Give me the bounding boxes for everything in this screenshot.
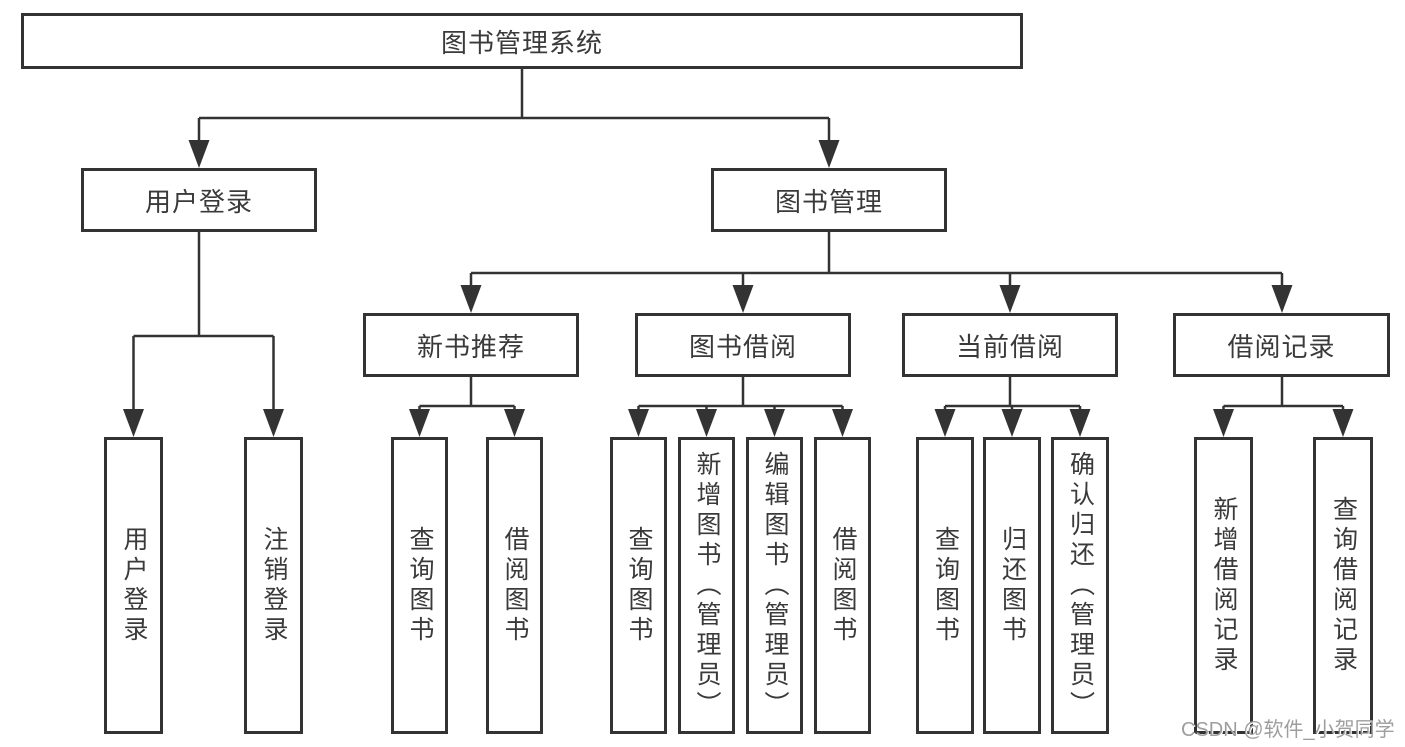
csdn-watermark: CSDN @软件_小贺同学: [1181, 719, 1395, 741]
node-leaf-query-books-borrow: 查询图书: [610, 437, 667, 734]
node-leaf-query-borrow-record: 查询借阅记录: [1313, 437, 1373, 734]
node-book-management: 图书管理: [711, 168, 947, 232]
node-current-borrow: 当前借阅: [902, 313, 1118, 377]
node-leaf-add-book-admin: 新增图书（管理员）: [678, 437, 735, 734]
node-leaf-user-login: 用户登录: [104, 437, 163, 734]
node-leaf-borrow-books: 借阅图书: [814, 437, 871, 734]
node-leaf-confirm-return-admin: 确认归还（管理员）: [1051, 437, 1109, 734]
node-book-borrow: 图书借阅: [635, 313, 851, 377]
connector-arrowheads: [123, 140, 1354, 437]
node-leaf-add-borrow-record: 新增借阅记录: [1194, 437, 1253, 734]
node-leaf-logout: 注销登录: [244, 437, 303, 734]
node-user-login: 用户登录: [81, 168, 317, 232]
node-library-system: 图书管理系统: [21, 13, 1023, 69]
node-borrow-records: 借阅记录: [1173, 313, 1390, 377]
node-leaf-return-book: 归还图书: [983, 437, 1041, 734]
node-new-book-recommend: 新书推荐: [363, 313, 579, 377]
node-leaf-query-books-current: 查询图书: [916, 437, 974, 734]
node-leaf-edit-book-admin: 编辑图书（管理员）: [746, 437, 803, 734]
node-leaf-query-books-recommend: 查询图书: [391, 437, 448, 734]
node-leaf-borrow-books-recommend: 借阅图书: [486, 437, 543, 734]
